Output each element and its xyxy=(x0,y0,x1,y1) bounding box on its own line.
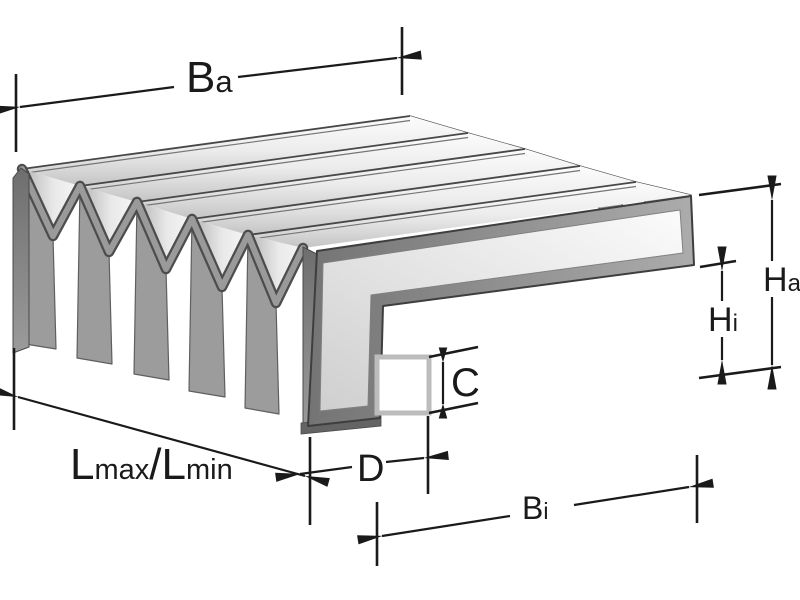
label-hi: Hi xyxy=(708,301,738,339)
c-profile-square xyxy=(374,354,432,416)
fold-groove-interior xyxy=(248,235,303,303)
fold-top-surface xyxy=(22,116,468,186)
dimension-line xyxy=(573,478,714,507)
label-ba: Ba xyxy=(186,53,233,102)
dimension-ba xyxy=(0,27,422,152)
dimension-ha xyxy=(698,175,782,390)
fold-groove-edges xyxy=(16,163,309,309)
dimension-length xyxy=(0,348,330,487)
dimension-tick xyxy=(698,365,782,380)
fold-top-surface xyxy=(248,182,691,248)
fold-groove-interiors xyxy=(22,169,303,303)
dimension-tick xyxy=(698,182,782,197)
dimension-labels: Ba Lmax/Lmin D C Bi Ha Hi xyxy=(70,53,800,526)
dimension-line xyxy=(385,450,449,464)
fold-groove-interior xyxy=(137,202,192,269)
label-ha: Ha xyxy=(763,261,800,299)
dimension-tick xyxy=(428,401,479,415)
label-length: Lmax/Lmin xyxy=(70,440,233,489)
dimension-line xyxy=(237,50,422,79)
fold-groove-interior xyxy=(22,169,80,236)
dimension-bi xyxy=(357,455,714,566)
fold-groove-interior xyxy=(80,186,137,252)
label-c: C xyxy=(451,361,480,405)
dimensions xyxy=(0,27,782,566)
dimension-line xyxy=(357,514,511,545)
fold-top-surfaces xyxy=(22,116,691,248)
dimension-tick xyxy=(699,259,737,269)
bellows-left-side-face xyxy=(12,167,30,354)
label-bi: Bi xyxy=(522,490,548,526)
fold-top-surface xyxy=(192,166,636,235)
dimension-line xyxy=(0,85,175,115)
fold-front-panels xyxy=(18,168,280,415)
dimension-line xyxy=(0,386,330,487)
bellows-body xyxy=(12,115,692,415)
fold-groove-interior xyxy=(192,219,248,287)
fold-ridge-hems xyxy=(21,115,637,241)
dimension-c xyxy=(428,345,479,419)
dimension-line xyxy=(275,465,353,482)
dimension-tick xyxy=(428,345,479,359)
fold-top-surface xyxy=(80,133,525,202)
dimension-hi xyxy=(699,246,737,385)
dimension-d xyxy=(275,416,449,525)
fold-top-surface xyxy=(137,149,580,219)
label-d: D xyxy=(357,448,384,490)
